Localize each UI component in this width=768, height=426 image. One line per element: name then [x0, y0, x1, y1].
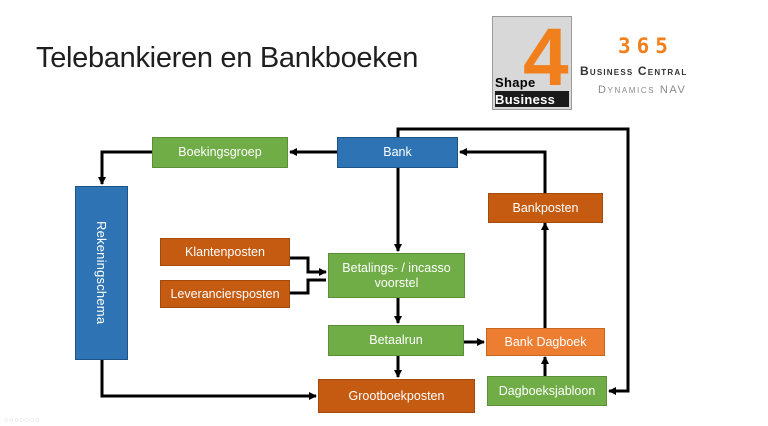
slide-title: Telebankieren en Bankboeken: [36, 42, 419, 74]
slide-progress-dots: ○○○○○○○: [4, 417, 41, 424]
brand-line-1: Business Central: [580, 64, 688, 78]
node-dagboeksjabloon-label: Dagboeksjabloon: [498, 383, 596, 398]
logo-word-top: Shape: [495, 75, 536, 90]
node-bank-label: Bank: [383, 145, 412, 159]
node-boekingsgroep-label: Boekingsgroep: [178, 145, 262, 159]
arrow-klantenposten-betalingsvoorstel: [290, 256, 327, 276]
node-boekingsgroep: Boekingsgroep: [152, 137, 288, 168]
node-rekeningschema-label: Rekeningschema: [94, 221, 109, 325]
node-betalingsvoorstel-label-2: voorstel: [374, 275, 419, 290]
node-grootboekposten: Grootboekposten: [318, 379, 475, 413]
node-leveranciersposten: Leveranciersposten: [160, 280, 290, 308]
node-klantenposten: Klantenposten: [160, 238, 290, 266]
node-leveranciersposten-label: Leveranciersposten: [170, 286, 280, 301]
logo-numeral: 4: [523, 17, 569, 103]
arrow-bank-dagboeksjabloon: [396, 127, 630, 395]
logo-business-bar: [495, 91, 569, 107]
arrow-bankposten-bank: [459, 148, 547, 193]
arrow-boekingsgroep-rekeningschema: [98, 150, 152, 185]
node-bankposten: Bankposten: [488, 193, 603, 223]
node-betalingsvoorstel-label-1: Betalings- / incasso: [342, 260, 451, 275]
node-grootboekposten-label: Grootboekposten: [348, 388, 445, 403]
node-betaalrun-label: Betaalrun: [369, 333, 423, 347]
logo-word-bottom: Business: [495, 92, 556, 107]
node-bank: Bank: [337, 137, 458, 168]
arrow-rekeningschema-grootboekposten: [100, 360, 317, 400]
arrow-leveranciersposten-betalingsvoorstel: [290, 278, 326, 295]
node-bankposten-label: Bankposten: [512, 200, 579, 215]
brand-number: 365: [618, 34, 674, 58]
node-bank-dagboek: Bank Dagboek: [486, 328, 605, 356]
node-klantenposten-label: Klantenposten: [185, 244, 265, 259]
node-dagboeksjabloon: Dagboeksjabloon: [487, 376, 607, 406]
node-bank-dagboek-label: Bank Dagboek: [504, 334, 587, 349]
node-rekeningschema: Rekeningschema: [75, 186, 128, 360]
node-betalingsvoorstel: Betalings- / incasso voorstel: [328, 253, 465, 298]
logo-numeral-graphic: 4: [523, 17, 569, 103]
brand-line-2: Dynamics NAV: [598, 84, 687, 96]
shape4business-logo: 4 Shape Business: [492, 16, 572, 110]
node-betaalrun: Betaalrun: [328, 325, 464, 356]
